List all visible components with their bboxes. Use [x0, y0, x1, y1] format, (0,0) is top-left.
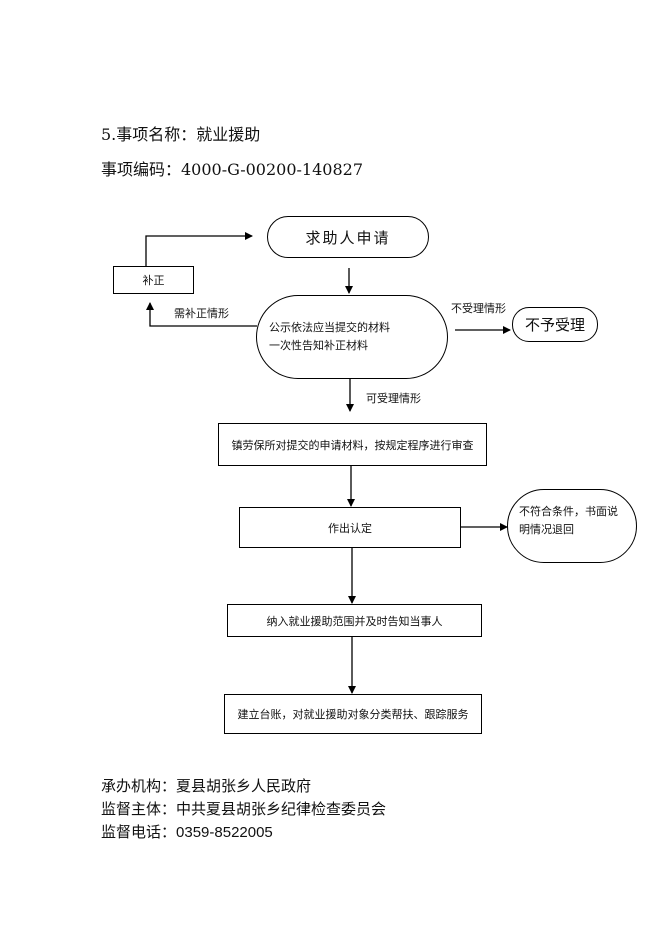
- item-code: 事项编码：4000-G-00200-140827: [101, 160, 363, 179]
- step-review-box: 镇劳保所对提交的申请材料，按规定程序进行审查: [218, 423, 487, 466]
- phone-line: 监督电话：0359-8522005: [101, 821, 273, 842]
- arrow-correction-to-start: [145, 232, 253, 266]
- return-node-line1: 不符合条件，书面说: [519, 505, 618, 518]
- reject-node-label: 不予受理: [524, 316, 585, 334]
- supervisor-line: 监督主体：中共夏县胡张乡纪律检查委员会: [101, 798, 386, 819]
- step-include-label: 纳入就业援助范围并及时告知当事人: [266, 614, 443, 628]
- correction-condition-label: 需补正情形: [174, 307, 229, 320]
- reject-condition-label: 不受理情形: [451, 302, 506, 315]
- step-ledger-box: 建立台账，对就业援助对象分类帮扶、跟踪服务: [224, 694, 482, 734]
- item-title: 5.事项名称：就业援助: [101, 125, 261, 144]
- agency-label: 承办机构：: [101, 777, 177, 795]
- agency-line: 承办机构：夏县胡张乡人民政府: [101, 775, 311, 796]
- start-node: 求助人申请: [267, 216, 429, 258]
- return-node: 不符合条件，书面说 明情况退回: [507, 489, 637, 563]
- step-include-box: 纳入就业援助范围并及时告知当事人: [227, 604, 482, 637]
- reject-node: 不予受理: [512, 307, 598, 342]
- correction-box: 补正: [113, 266, 194, 294]
- start-node-label: 求助人申请: [305, 228, 391, 247]
- agency-value: 夏县胡张乡人民政府: [176, 777, 312, 795]
- phone-label: 监督电话：: [101, 823, 177, 841]
- accept-condition-label: 可受理情形: [366, 392, 421, 405]
- step-ledger-label: 建立台账，对就业援助对象分类帮扶、跟踪服务: [237, 708, 469, 721]
- arrow-review-to-correction: [146, 302, 257, 327]
- step-decide-box: 作出认定: [239, 507, 461, 548]
- phone-value: 0359-8522005: [176, 824, 273, 841]
- return-node-line2: 明情况退回: [519, 523, 574, 536]
- supervisor-value: 中共夏县胡张乡纪律检查委员会: [176, 800, 387, 818]
- correction-box-label: 补正: [142, 274, 165, 287]
- supervisor-label: 监督主体：: [101, 800, 177, 818]
- review-node: 公示依法应当提交的材料 一次性告知补正材料: [256, 295, 448, 379]
- review-node-line1: 公示依法应当提交的材料: [269, 321, 390, 334]
- review-node-line2: 一次性告知补正材料: [269, 339, 368, 352]
- step-review-label: 镇劳保所对提交的申请材料，按规定程序进行审查: [231, 438, 474, 452]
- step-decide-label: 作出认定: [328, 521, 372, 535]
